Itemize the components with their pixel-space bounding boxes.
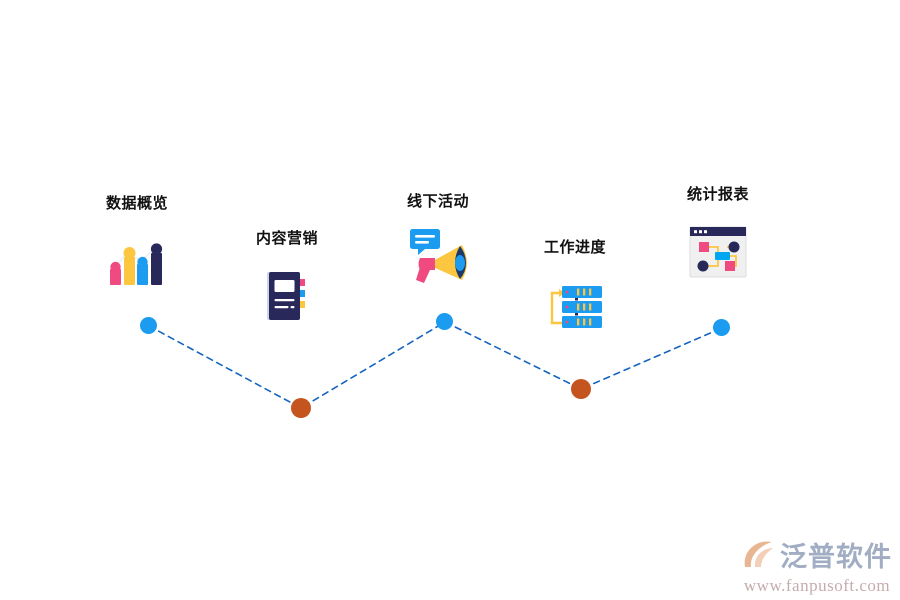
node-label-work-progress: 工作进度 [543,239,606,256]
timeline-node-work-progress[interactable]: 工作进度 [500,240,650,331]
timeline-dot-data-overview[interactable] [140,317,157,334]
timeline-dot-statistics-report[interactable] [713,319,730,336]
node-label-data-overview: 数据概览 [105,195,168,212]
timeline-dot-offline-activity[interactable] [436,313,453,330]
timeline-node-statistics-report[interactable]: 统计报表 [643,187,793,278]
timeline-node-offline-activity[interactable]: 线下活动 [363,194,513,285]
fanpu-swirl-logo-icon [742,540,776,575]
server-icon [500,269,650,331]
node-label-content-marketing: 内容营销 [255,230,318,247]
notebook-icon [212,260,362,322]
megaphone-icon [363,223,513,285]
watermark-brand: 泛普软件 [780,542,892,572]
node-label-offline-activity: 线下活动 [406,193,469,210]
watermark-url: www.fanpusoft.com [743,576,891,595]
connector-polyline [148,321,723,409]
timeline-node-content-marketing[interactable]: 内容营销 [212,231,362,322]
timeline-dot-content-marketing[interactable] [291,398,311,418]
report-window-icon [643,216,793,278]
bar-chart-icon [62,225,212,287]
timeline-dot-work-progress[interactable] [571,379,591,399]
watermark: 泛普软件 www.fanpusoft.com [742,540,892,594]
node-label-statistics-report: 统计报表 [686,186,749,203]
timeline-node-data-overview[interactable]: 数据概览 [62,196,212,287]
